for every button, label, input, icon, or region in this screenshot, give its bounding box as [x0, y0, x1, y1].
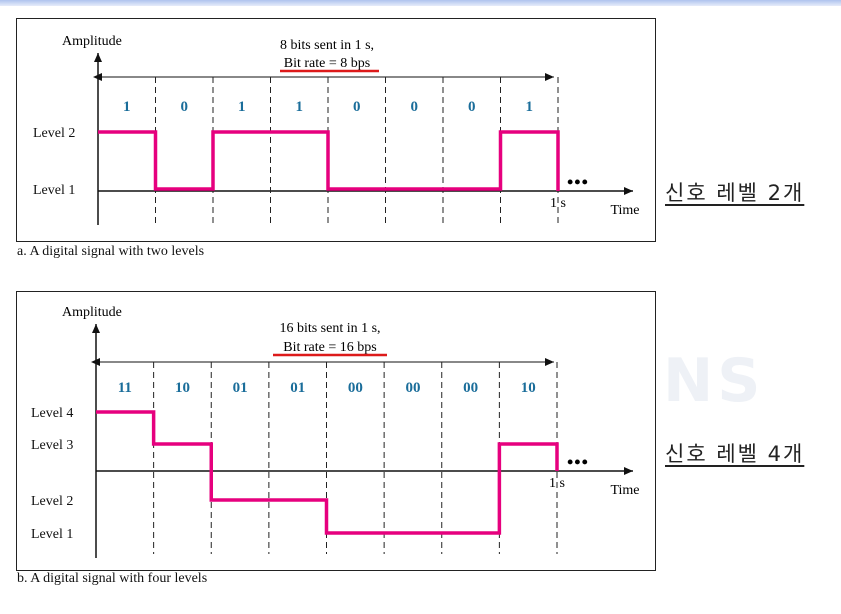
end-time-label: 1 s — [549, 476, 565, 491]
side-note-four-levels: 신호 레벨 4개 — [665, 442, 805, 466]
bits-sent-label: 8 bits sent in 1 s, — [280, 38, 374, 53]
signal-waveform — [98, 130, 560, 191]
diagram-two-levels-canvas: Amplitude Time 8 bits sent in 1 s, Bit r… — [33, 34, 640, 227]
continuation-ellipsis: ••• — [567, 172, 589, 192]
level-label: Level 2 — [33, 126, 75, 141]
bit-rate-label: Bit rate = 8 bps — [284, 56, 370, 71]
caption-two-levels: a. A digital signal with two levels — [17, 244, 205, 259]
level-label: Level 3 — [31, 438, 73, 453]
bit-value: 00 — [463, 380, 478, 396]
level-label: Level 1 — [33, 183, 75, 198]
bit-values: 11 10 01 01 00 00 00 10 — [118, 380, 536, 396]
bit-value: 00 — [405, 380, 420, 396]
y-axis-label: Amplitude — [62, 305, 122, 320]
x-axis-label: Time — [610, 483, 639, 498]
bit-value: 1 — [526, 99, 534, 115]
end-time-label: 1 s — [550, 196, 566, 211]
level-label: Level 4 — [31, 406, 73, 421]
bit-value: 1 — [296, 99, 304, 115]
bit-value: 0 — [353, 99, 361, 115]
bit-value: 01 — [233, 380, 248, 396]
side-note-two-levels: 신호 레벨 2개 — [665, 181, 805, 205]
caption-four-levels: b. A digital signal with four levels — [17, 571, 208, 586]
bit-rate-label: Bit rate = 16 bps — [283, 340, 376, 355]
bit-value: 1 — [123, 99, 131, 115]
diagram-four-levels: Amplitude Time 16 bits sent in 1 s, Bit … — [16, 291, 656, 571]
bit-value: 1 — [238, 99, 246, 115]
level-label: Level 2 — [31, 494, 73, 509]
level-labels: Level 2 Level 1 — [33, 126, 75, 198]
bit-value: 11 — [118, 380, 132, 396]
bit-value: 0 — [411, 99, 419, 115]
level-labels: Level 4 Level 3 Level 2 Level 1 — [31, 406, 73, 542]
signal-waveform — [96, 410, 559, 535]
slide-top-bar — [0, 0, 841, 6]
y-axis-label: Amplitude — [62, 34, 122, 49]
diagram-four-levels-canvas: Amplitude Time 16 bits sent in 1 s, Bit … — [31, 305, 640, 558]
bit-value: 10 — [521, 380, 536, 396]
bit-value: 0 — [468, 99, 476, 115]
bit-value: 01 — [290, 380, 305, 396]
bits-sent-label: 16 bits sent in 1 s, — [279, 321, 380, 336]
diagram-two-levels: Amplitude Time 8 bits sent in 1 s, Bit r… — [16, 18, 656, 242]
bit-values: 1 0 1 1 0 0 0 1 — [123, 99, 533, 115]
bit-value: 10 — [175, 380, 190, 396]
level-label: Level 1 — [31, 527, 73, 542]
bit-value: 00 — [348, 380, 363, 396]
bit-value: 0 — [181, 99, 189, 115]
continuation-ellipsis: ••• — [567, 452, 589, 472]
x-axis-label: Time — [610, 203, 639, 218]
